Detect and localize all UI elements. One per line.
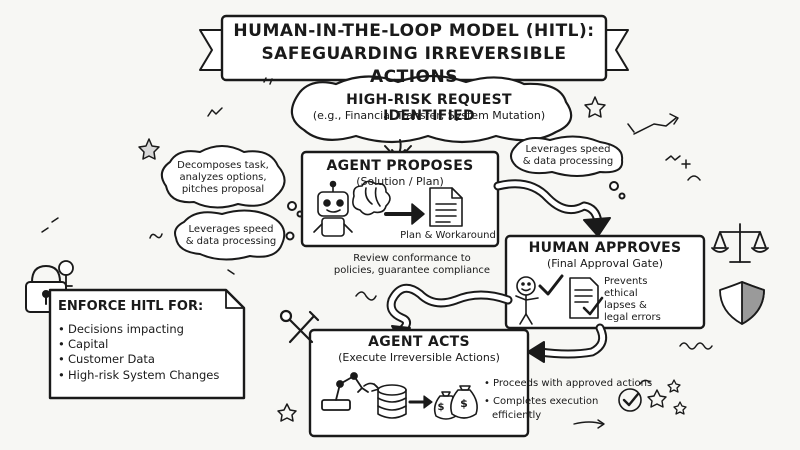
title-line-1: HUMAN-IN-THE-LOOP MODEL (HITL): [233, 21, 595, 41]
request-examples: (e.g., Financial Transfer, System Mutati… [312, 109, 546, 122]
cloud-speed-right-line-1: Leverages speed [525, 144, 611, 155]
cloud-speed-right-line-2: & data processing [522, 156, 614, 167]
arrow-propose-to-approve [493, 179, 611, 237]
request-heading: HIGH-RISK REQUEST IDENTIFIED [346, 92, 512, 125]
review-note-line-1: Review conformance to [353, 253, 471, 264]
tools-icon [279, 309, 320, 344]
cloud-decompose-line-1: Decomposes task, [177, 160, 269, 171]
cloud-decompose-text: Decomposes task, analyzes options, pitch… [170, 160, 276, 196]
cloud-decompose-line-3: pitches proposal [181, 184, 265, 195]
title-line-2: SAFEGUARDING IRREVERSIBLE ACTIONS [261, 43, 567, 87]
thought-cloud-speed-left [174, 209, 286, 261]
plan-document-label: Plan & Workaround [400, 230, 496, 241]
database-icon [377, 384, 407, 419]
approve-subheading: (Final Approval Gate) [546, 257, 664, 270]
acts-bullet: Completes execution [484, 396, 700, 408]
review-note-line-2: policies, guarantee compliance [333, 265, 491, 276]
acts-bullet: Proceeds with approved actions [484, 378, 700, 390]
checkmark-icon [538, 274, 564, 296]
shield-icon [719, 281, 765, 325]
cloud-speed-left-line-2: & data processing [185, 236, 277, 247]
approve-note-line-2: ethical [604, 288, 638, 299]
approve-note-line-3: lapses & [604, 300, 647, 311]
approval-document-icon [569, 277, 604, 319]
thought-cloud-speed-right [510, 135, 624, 177]
approve-note-line-4: legal errors [604, 312, 661, 323]
scale-icon [711, 223, 769, 263]
acts-bullets: Proceeds with approved actions Completes… [484, 378, 700, 408]
acts-bullet-continuation: efficiently [492, 410, 542, 421]
page-title: HUMAN-IN-THE-LOOP MODEL (HITL): SAFEGUAR… [228, 20, 600, 89]
approve-box [504, 234, 706, 330]
enforce-item: Decisions impacting [58, 322, 238, 337]
approve-note: Prevents ethical lapses & legal errors [604, 276, 684, 324]
acts-subheading: (Execute Irreversible Actions) [338, 351, 500, 364]
cloud-speed-right-text: Leverages speed & data processing [516, 144, 620, 168]
review-note: Review conformance to policies, guarante… [322, 253, 502, 277]
propose-subheading: (Solution / Plan) [356, 175, 444, 188]
acts-heading: AGENT ACTS [368, 334, 470, 350]
enforce-item: High-risk System Changes [58, 368, 238, 383]
request-cloud [290, 74, 573, 144]
plan-document-icon [429, 187, 463, 227]
title-banner [199, 14, 629, 82]
cloud-decompose-line-2: analyzes options, [179, 172, 267, 183]
robot-arm-icon [321, 372, 369, 411]
stick-figure-icon [515, 276, 539, 325]
enforce-list: Decisions impacting Capital Customer Dat… [58, 322, 238, 383]
enforce-item: Capital [58, 337, 238, 352]
money-symbol-1: $ [437, 402, 445, 413]
thought-cloud-decompose [160, 145, 286, 209]
approve-heading: HUMAN APPROVES [528, 240, 682, 256]
money-bags-icon [433, 385, 478, 420]
money-symbol-2: $ [460, 397, 468, 410]
cloud-speed-left-line-1: Leverages speed [188, 224, 274, 235]
approve-note-line-1: Prevents [604, 276, 648, 287]
cloud-speed-left-text: Leverages speed & data processing [180, 224, 282, 248]
enforce-heading: ENFORCE HITL FOR: [58, 299, 204, 314]
brain-icon [352, 180, 391, 216]
propose-heading: AGENT PROPOSES [326, 158, 474, 174]
enforce-item: Customer Data [58, 352, 238, 367]
arrow-approve-to-acts-right [527, 323, 608, 363]
robot-icon [313, 180, 353, 237]
